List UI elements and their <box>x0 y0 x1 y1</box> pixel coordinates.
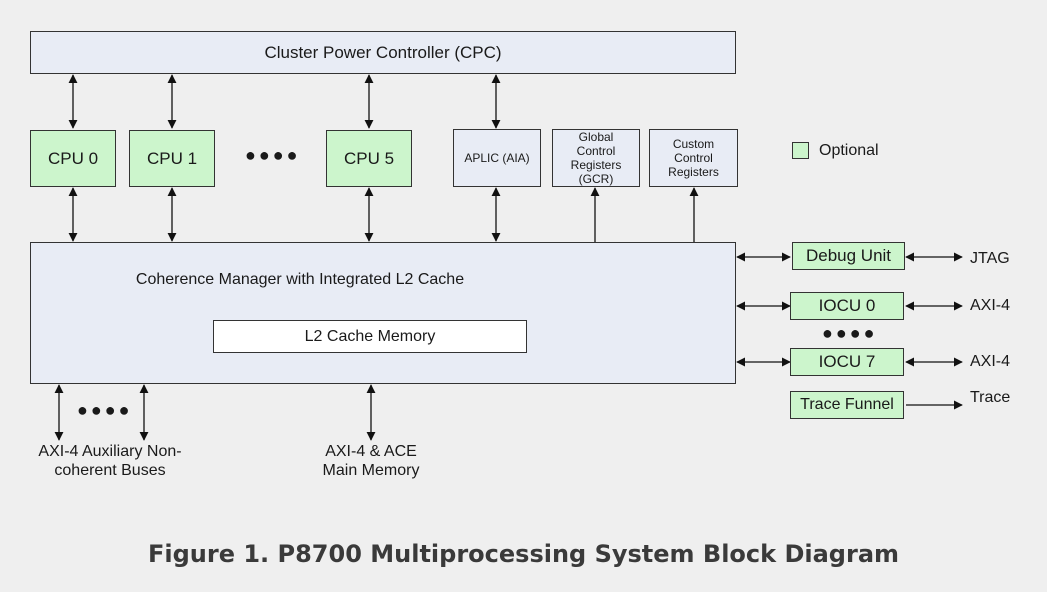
legend-optional-label: Optional <box>819 142 879 159</box>
cpu-1-label: CPU 1 <box>146 148 198 168</box>
cpu-ellipsis: ●●●● <box>245 145 301 165</box>
iocu-7-label: IOCU 7 <box>818 352 876 371</box>
cpu-0-block: CPU 0 <box>30 130 116 187</box>
cpc-block: Cluster Power Controller (CPC) <box>30 31 736 74</box>
figure-caption: Figure 1. P8700 Multiprocessing System B… <box>147 540 900 568</box>
aplic-label: APLIC (AIA) <box>464 151 530 165</box>
debug-unit-label: Debug Unit <box>805 246 892 265</box>
iocu-7-block: IOCU 7 <box>790 348 904 376</box>
gcr-block: Global Control Registers (GCR) <box>552 129 640 187</box>
iocu-0-label: IOCU 0 <box>818 296 876 315</box>
cpu-0-label: CPU 0 <box>47 148 99 168</box>
coherence-manager-label: Coherence Manager with Integrated L2 Cac… <box>135 271 465 288</box>
debug-unit-block: Debug Unit <box>792 242 905 270</box>
axi4-iocu0-label: AXI-4 <box>970 297 1011 314</box>
iocu-ellipsis: ●●●● <box>822 323 878 343</box>
main-memory-label: AXI-4 & ACE Main Memory <box>322 443 420 479</box>
l2-cache-label: L2 Cache Memory <box>304 327 436 345</box>
cpc-label: Cluster Power Controller (CPC) <box>264 42 502 62</box>
trace-funnel-block: Trace Funnel <box>790 391 904 419</box>
axi4-iocu7-label: AXI-4 <box>970 353 1011 370</box>
aplic-block: APLIC (AIA) <box>453 129 541 187</box>
jtag-label: JTAG <box>970 250 1010 267</box>
legend-optional-swatch <box>792 142 809 159</box>
coherence-manager-block <box>30 242 736 384</box>
trace-funnel-label: Trace Funnel <box>800 396 894 413</box>
custom-registers-block: Custom Control Registers <box>649 129 738 187</box>
l2-cache-block: L2 Cache Memory <box>213 320 527 353</box>
gcr-label: Global Control Registers (GCR) <box>570 130 622 186</box>
cpu-1-block: CPU 1 <box>129 130 215 187</box>
iocu-0-block: IOCU 0 <box>790 292 904 320</box>
aux-bus-ellipsis: ●●●● <box>77 400 133 420</box>
cpu-5-block: CPU 5 <box>326 130 412 187</box>
trace-label: Trace <box>970 389 1011 406</box>
aux-buses-label: AXI-4 Auxiliary Non-coherent Buses <box>38 443 182 479</box>
cpu-5-label: CPU 5 <box>343 148 395 168</box>
custom-registers-label: Custom Control Registers <box>668 137 719 179</box>
